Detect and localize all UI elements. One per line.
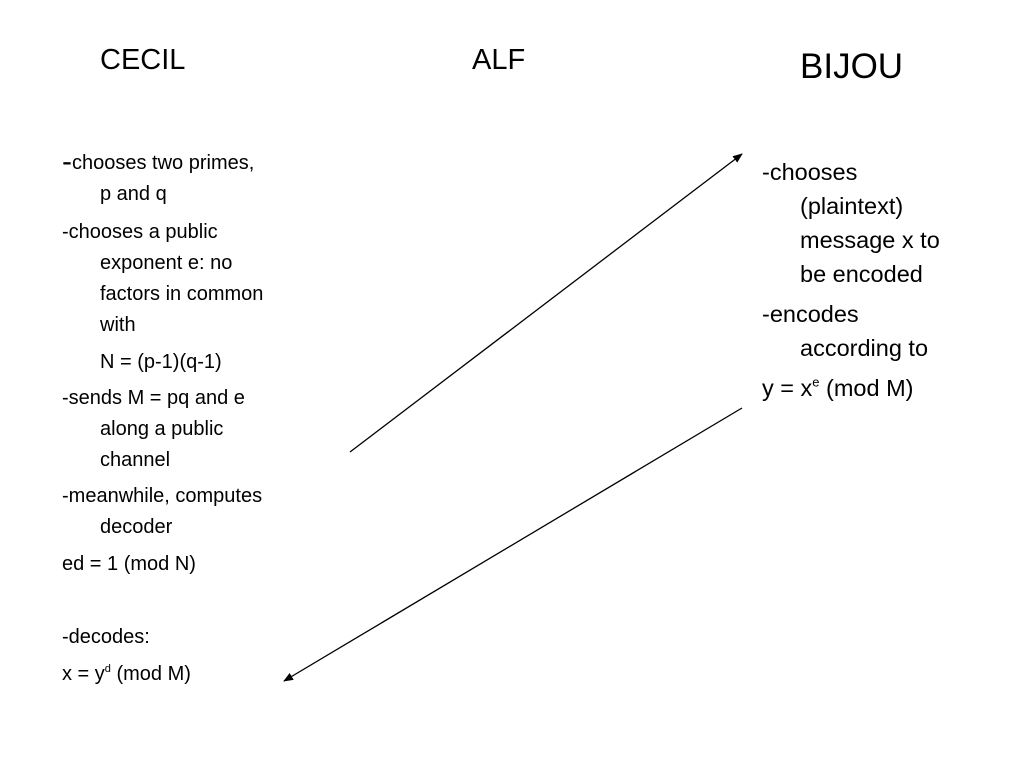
step-text: (plaintext) xyxy=(800,193,904,219)
cecil-heading: CECIL xyxy=(100,44,186,76)
step-dash: - xyxy=(62,145,72,178)
step-text: chooses two primes, xyxy=(72,152,255,174)
step-text: channel xyxy=(100,449,171,471)
step-text: -decodes: xyxy=(62,626,150,648)
step-text: exponent e: no xyxy=(100,252,233,274)
cecil-step-choose-primes-line: -chooses two primes, xyxy=(62,145,255,179)
cecil-step-choose-primes: -chooses two primes, p and q xyxy=(62,145,255,210)
cecil-step-decode-formula: x = yd (mod M) xyxy=(62,659,191,690)
bijou-heading: BIJOU xyxy=(800,47,904,86)
step-text: -sends M = pq and e xyxy=(62,387,245,409)
step-formula: y = xe (mod M) xyxy=(762,374,914,401)
step-text: -meanwhile, computes xyxy=(62,485,263,507)
bijou-step-choose-message: -chooses (plaintext) message x to be enc… xyxy=(762,155,940,291)
cecil-step-send: -sends M = pq and e along a public chann… xyxy=(62,383,245,476)
bijou-step-encodes: -encodes according to xyxy=(762,297,928,365)
step-formula: x = yd (mod M) xyxy=(62,662,191,685)
cecil-step-decoder-formula: ed = 1 (mod N) xyxy=(62,549,196,580)
step-text: -chooses xyxy=(762,159,858,185)
step-text: according to xyxy=(800,335,929,361)
arrow-cecil-to-bijou xyxy=(349,153,743,453)
alf-heading: ALF xyxy=(472,44,526,76)
bijou-step-encode-formula: y = xe (mod M) xyxy=(762,371,913,405)
step-text: -encodes xyxy=(762,301,859,327)
step-text: be encoded xyxy=(800,261,923,287)
step-formula: N = (p-1)(q-1) xyxy=(100,351,222,373)
step-text: p and q xyxy=(100,183,167,205)
step-text: decoder xyxy=(100,516,173,538)
step-text: with xyxy=(100,314,136,336)
cecil-step-compute-decoder: -meanwhile, computes decoder xyxy=(62,481,262,543)
step-text: -chooses a public xyxy=(62,221,218,243)
step-text: along a public xyxy=(100,418,224,440)
step-text: factors in common xyxy=(100,283,264,305)
step-formula: ed = 1 (mod N) xyxy=(62,553,196,575)
cecil-step-choose-exponent: -chooses a public exponent e: no factors… xyxy=(62,217,263,378)
arrow-bijou-to-cecil xyxy=(283,407,743,682)
cecil-step-decodes: -decodes: xyxy=(62,622,150,653)
step-text: message x to xyxy=(800,227,940,253)
